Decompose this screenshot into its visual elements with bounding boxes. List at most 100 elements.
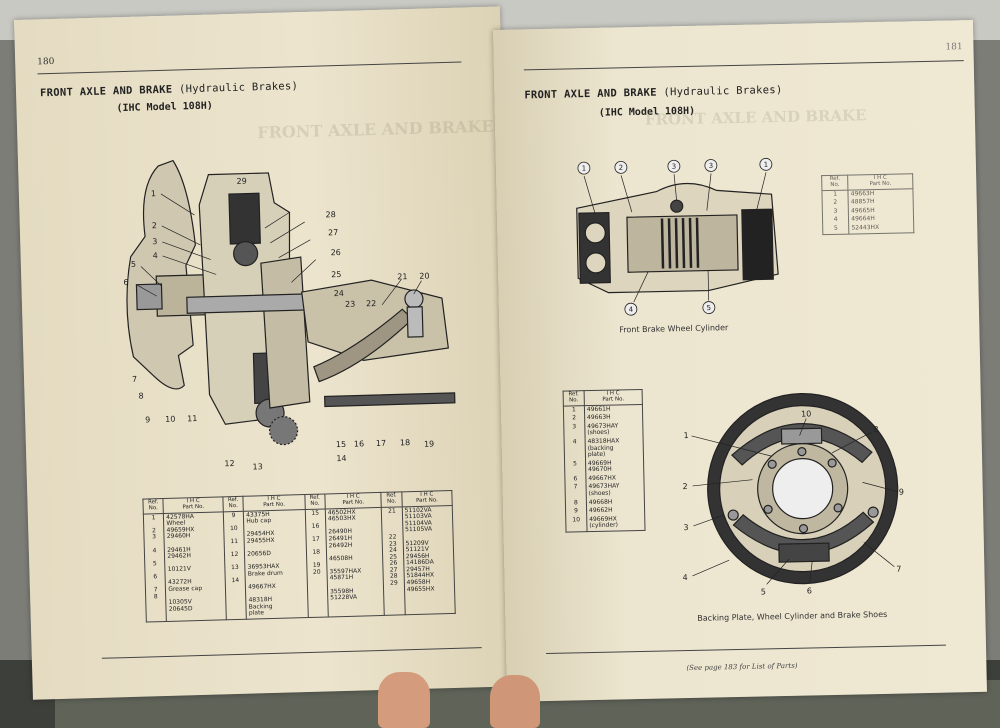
callout-7: 7 xyxy=(132,375,137,384)
cylinder-callout-4: 4 xyxy=(629,306,634,314)
table-header-row: Ref. No. I H C Part No. xyxy=(563,389,643,406)
title-main: FRONT AXLE AND BRAKE xyxy=(524,86,657,102)
backing-callout-3: 3 xyxy=(683,523,688,532)
bleed-through-text: FRONT AXLE AND BRAKE xyxy=(256,116,494,143)
ref-header: Ref. No. xyxy=(563,390,585,406)
callout-16: 16 xyxy=(354,439,364,448)
title-paren: (Hydraulic Brakes) xyxy=(663,83,783,99)
backing-plate-caption: Backing Plate, Wheel Cylinder and Brake … xyxy=(697,609,888,623)
ref-cell: 7 xyxy=(565,483,587,500)
backing-callout-8: 8 xyxy=(873,425,878,434)
ref-cell: 5 xyxy=(822,224,850,235)
backing-callout-5: 5 xyxy=(761,587,766,596)
backing-callout-10: 10 xyxy=(801,409,811,418)
cylinder-callout-3b: 3 xyxy=(709,162,714,170)
callout-11: 11 xyxy=(187,414,197,423)
callout-9: 9 xyxy=(145,415,150,424)
callout-19: 19 xyxy=(424,439,434,448)
part-header: I H C Part No. xyxy=(847,173,913,190)
wheel-rim-shape xyxy=(126,159,196,390)
table-row: 1 2 3 4 5 6 7 8 42578HA Wheel 49659HX 29… xyxy=(143,504,456,623)
callout-13: 13 xyxy=(252,462,262,471)
callout-18: 18 xyxy=(400,438,410,447)
backing-callout-9: 9 xyxy=(899,487,904,496)
callout-28: 28 xyxy=(325,210,335,219)
callout-3: 3 xyxy=(152,237,157,246)
part-column: 42578HA Wheel 49659HX 29460H 29461H 2946… xyxy=(163,511,227,622)
callout-21: 21 xyxy=(397,272,407,281)
cylinder-callout-3: 3 xyxy=(672,163,677,171)
left-page: 180 FRONT AXLE AND BRAKE FRONT AXLE AND … xyxy=(14,6,519,700)
left-parts-table: Ref. No. I H C Part No. Ref. No. I H C P… xyxy=(142,490,456,623)
callout-24: 24 xyxy=(334,289,344,298)
ref-header: Ref. No. xyxy=(304,494,326,510)
callout-10: 10 xyxy=(165,415,175,424)
king-pin-shape xyxy=(260,256,311,409)
ref-header: Ref. No. xyxy=(821,175,849,191)
wheel-cylinder-caption: Front Brake Wheel Cylinder xyxy=(619,323,729,335)
part-header: I H C Part No. xyxy=(401,490,453,507)
part-header: I H C Part No. xyxy=(583,389,643,406)
part-cell: 52443HX xyxy=(848,223,914,234)
callout-26: 26 xyxy=(330,248,340,257)
footer-rule xyxy=(546,644,946,655)
part-column: 43375H Hub cap 29454HX 29455HX 20656D 36… xyxy=(243,509,308,620)
ref-cell: 1 xyxy=(563,405,585,415)
cylinder-callout-1: 1 xyxy=(582,165,587,173)
callout-4: 4 xyxy=(153,251,158,260)
part-cell: 49669H 49670H xyxy=(585,458,644,476)
front-axle-brake-drawing: 1 2 3 4 5 6 7 8 9 10 11 12 13 14 15 16 1… xyxy=(123,159,456,472)
ref-header: Ref. No. xyxy=(381,491,402,507)
ref-cell: 10 xyxy=(565,515,587,533)
right-thumb xyxy=(490,675,540,728)
part-header: I H C Part No. xyxy=(324,492,382,509)
part-cell: 48318HAX (backing plate) xyxy=(584,436,644,460)
callout-29: 29 xyxy=(236,177,246,186)
ref-cell: 3 xyxy=(563,422,585,439)
callout-14: 14 xyxy=(336,454,346,463)
callout-6: 6 xyxy=(123,278,128,287)
ref-header: Ref. No. xyxy=(142,498,164,514)
backing-callout-7: 7 xyxy=(896,565,901,574)
callout-22: 22 xyxy=(366,299,376,308)
backing-plate-drawing: 1 10 8 2 9 3 4 7 5 6 xyxy=(682,393,904,597)
spindle-shape xyxy=(186,293,318,314)
page-footnote: (See page 183 for List of Parts) xyxy=(686,661,798,673)
callout-25: 25 xyxy=(331,270,341,279)
right-page: 181 FRONT AXLE AND BRAKE FRONT AXLE AND … xyxy=(493,19,987,702)
cylinder-callout-2: 2 xyxy=(619,164,624,172)
callout-27: 27 xyxy=(328,228,338,237)
callout-20: 20 xyxy=(419,272,429,281)
callout-5: 5 xyxy=(131,260,136,269)
part-cell: 49673HAY (shoes) xyxy=(585,482,645,499)
left-thumb xyxy=(378,672,430,728)
footer-rule xyxy=(101,647,482,659)
right-page-number: 181 xyxy=(945,42,963,53)
part-cell: 49669HX (cylinder) xyxy=(586,514,646,532)
wheel-cylinder-drawing: 1 2 3 3 1 4 5 xyxy=(576,157,779,316)
backing-callout-4: 4 xyxy=(682,573,687,582)
header-rule xyxy=(523,60,964,71)
left-page-number: 180 xyxy=(37,56,55,68)
callout-1: 1 xyxy=(151,189,156,198)
left-page-title: FRONT AXLE AND BRAKE (Hydraulic Brakes) xyxy=(40,80,298,99)
title-paren: (Hydraulic Brakes) xyxy=(178,80,299,96)
cylinder-callout-1b: 1 xyxy=(764,161,769,169)
ref-cell: 5 xyxy=(564,459,586,476)
right-page-model: (IHC Model 108H) xyxy=(598,105,696,119)
callout-8: 8 xyxy=(138,392,143,401)
callout-12: 12 xyxy=(224,459,234,468)
part-cell: 49673HAY (shoes) xyxy=(584,421,644,439)
part-column: 46502HX 46503HX 26490H 26491H 26492H 465… xyxy=(325,506,385,617)
header-rule xyxy=(37,61,462,75)
backing-callout-6: 6 xyxy=(807,586,812,595)
cylinder-callout-5: 5 xyxy=(707,304,712,312)
